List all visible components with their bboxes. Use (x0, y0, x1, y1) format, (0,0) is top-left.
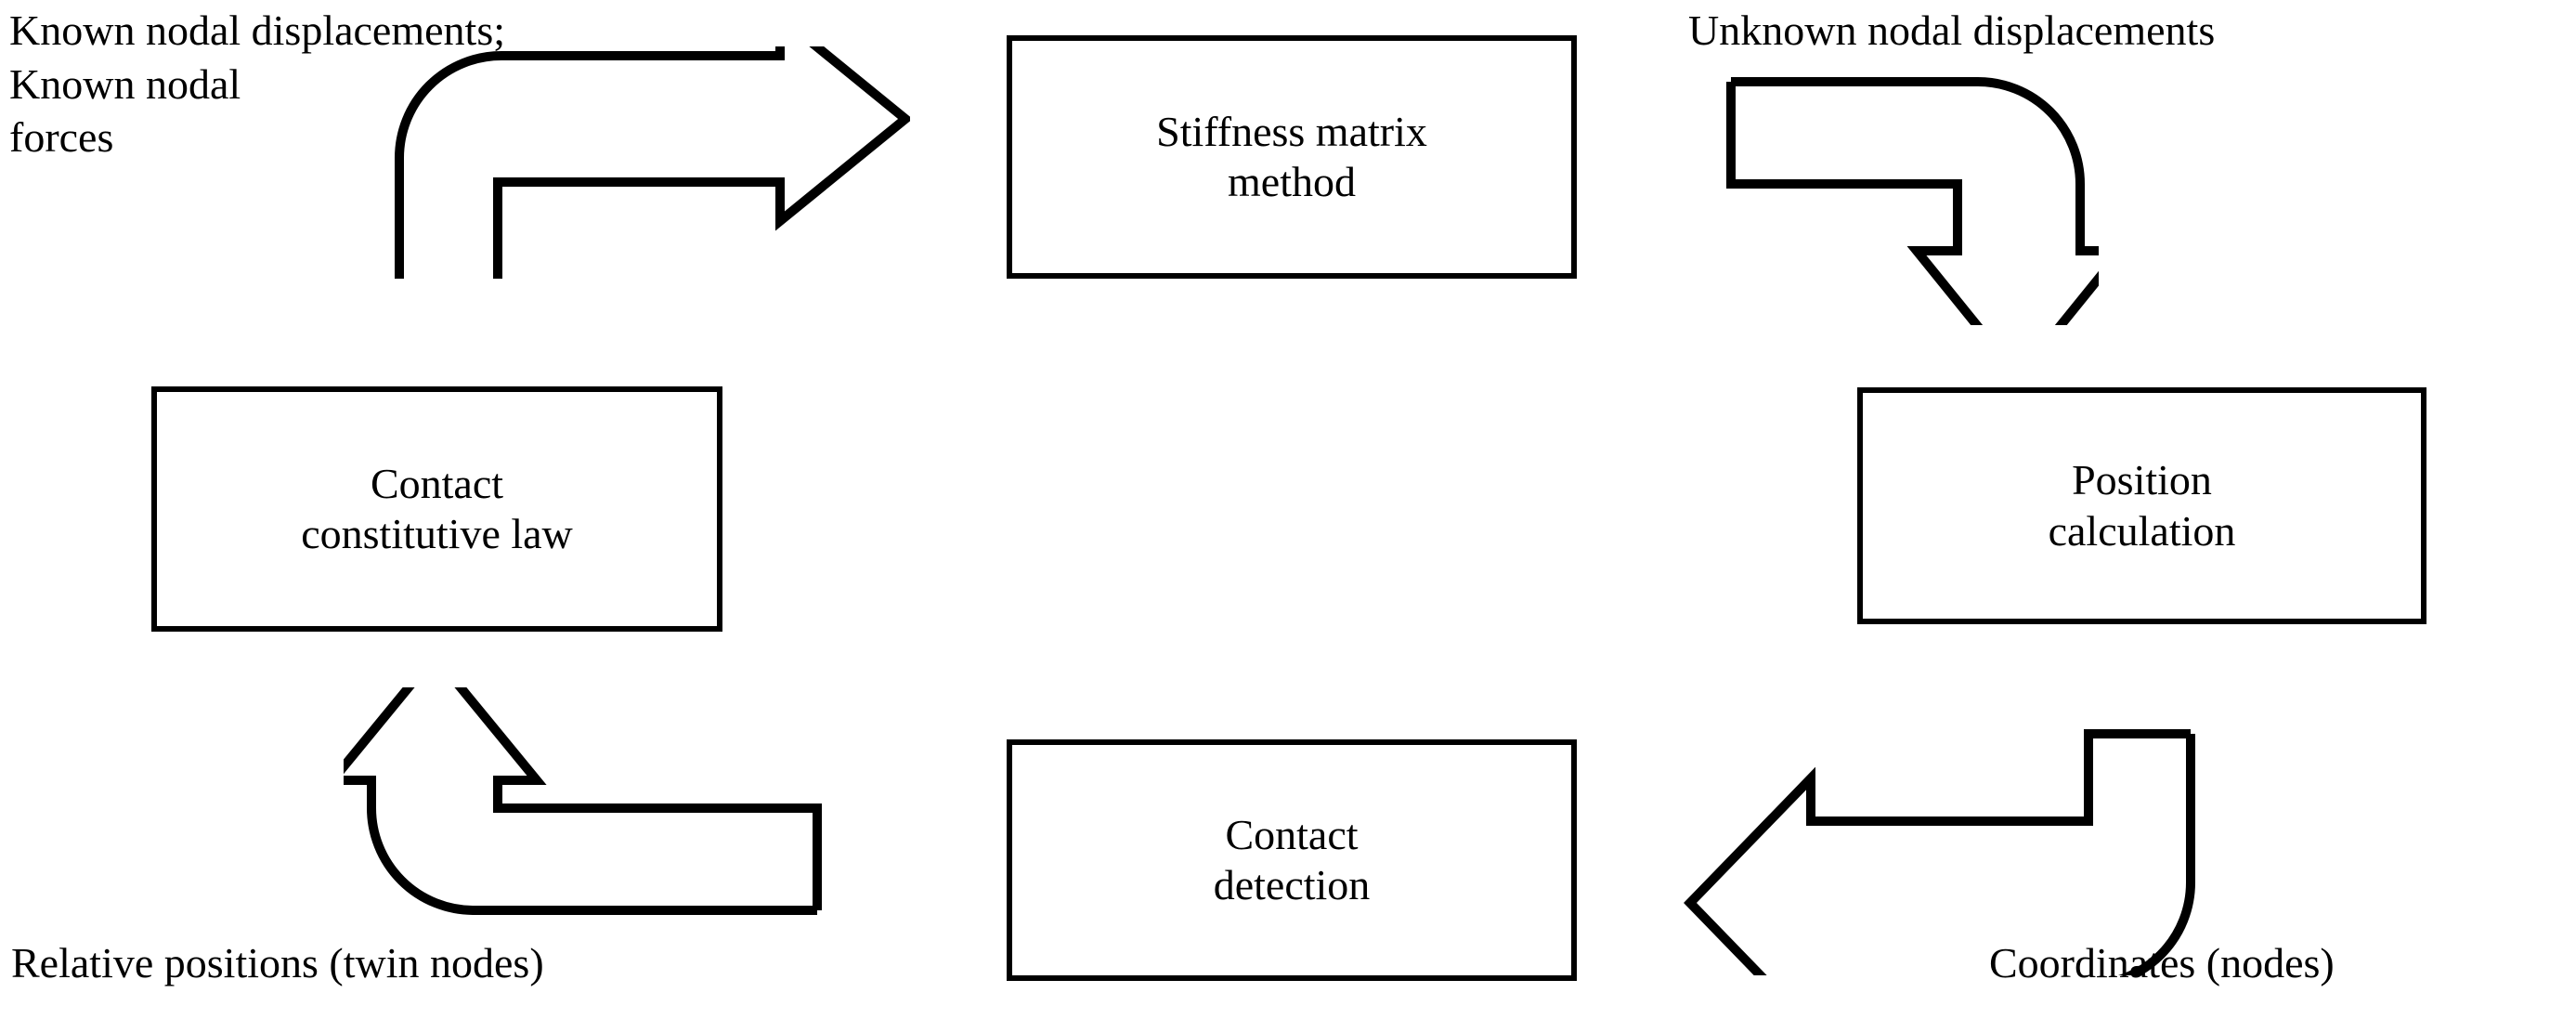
caption-relative-positions: Relative positions (twin nodes) (11, 936, 544, 990)
box-contact-constitutive-law-line-1: Contact (370, 459, 504, 507)
caption-known-inputs-line-2: Known nodal (9, 59, 241, 108)
box-position-calculation-line-1: Position (2072, 456, 2212, 504)
arrow-inputs-to-stiffness (395, 46, 910, 279)
box-contact-constitutive-law-line-2: constitutive law (301, 510, 573, 557)
arrow-position-to-detection (1684, 729, 2195, 975)
arrow-detection-to-constitutive (344, 687, 822, 915)
box-stiffness-matrix-method-line-2: method (1228, 158, 1356, 205)
caption-relative-positions-line-1: Relative positions (twin nodes) (11, 939, 544, 986)
box-contact-detection: Contact detection (1007, 739, 1577, 981)
caption-known-inputs: Known nodal displacements; Known nodal f… (9, 4, 505, 164)
box-stiffness-matrix-method-line-1: Stiffness matrix (1156, 107, 1427, 155)
arrow-stiffness-to-position-path (1726, 77, 2099, 325)
box-stiffness-matrix-method: Stiffness matrix method (1007, 35, 1577, 279)
box-position-calculation-line-2: calculation (2048, 506, 2236, 555)
arrow-detection-to-constitutive-path (344, 687, 822, 915)
arrow-position-to-detection-path (1684, 729, 2195, 975)
box-position-calculation: Position calculation (1857, 387, 2426, 624)
caption-unknown-nodal-displacements-line-1: Unknown nodal displacements (1688, 7, 2216, 54)
box-contact-detection-line-1: Contact (1225, 810, 1359, 858)
box-contact-constitutive-law: Contact constitutive law (151, 386, 722, 632)
box-contact-detection-line-2: detection (1213, 861, 1371, 908)
caption-known-inputs-line-3: forces (9, 113, 114, 161)
caption-known-inputs-line-1: Known nodal displacements; (9, 7, 506, 54)
caption-unknown-nodal-displacements: Unknown nodal displacements (1688, 4, 2215, 58)
arrow-inputs-to-stiffness-path (395, 46, 910, 279)
arrow-stiffness-to-position (1726, 77, 2099, 325)
